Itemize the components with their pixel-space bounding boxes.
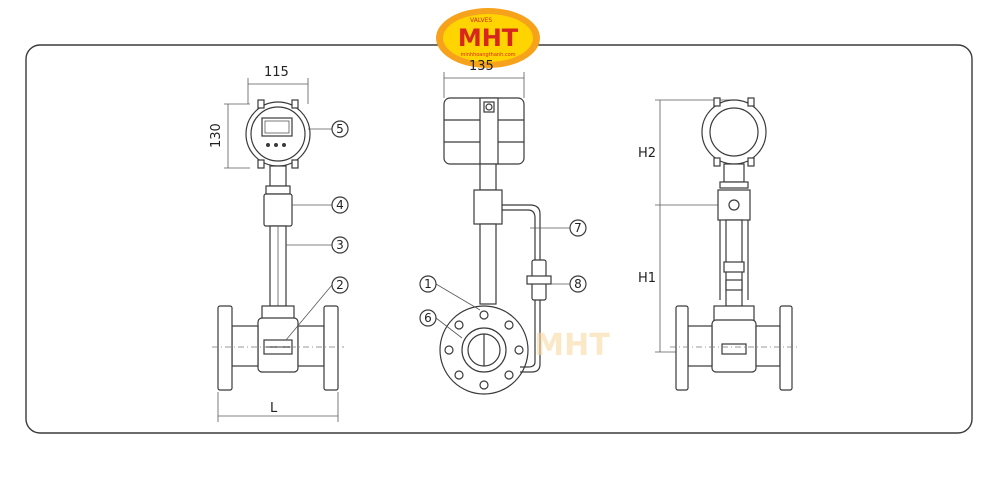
front-view: 115 130	[209, 65, 344, 422]
rear-view: H2 H1	[638, 97, 798, 391]
callout-3: 3	[331, 236, 349, 254]
svg-text:MHT: MHT	[534, 328, 610, 363]
svg-text:6: 6	[424, 311, 432, 325]
svg-text:4: 4	[336, 198, 344, 212]
dim-h2: H2	[638, 146, 656, 161]
callout-6: 6	[419, 309, 437, 327]
logo-top-text: VALVES	[470, 17, 492, 24]
svg-text:3: 3	[336, 238, 344, 252]
svg-text:8: 8	[574, 277, 582, 291]
svg-text:1: 1	[424, 277, 432, 291]
callout-8: 8	[569, 275, 587, 293]
dim-side-width: 135	[469, 59, 494, 74]
dim-length: L	[270, 401, 278, 416]
mht-logo: VALVES MHT minhhoangthanh.com	[436, 8, 540, 68]
logo-brand: MHT	[458, 24, 519, 52]
dim-front-height: 130	[209, 123, 224, 148]
callout-2: 2	[331, 276, 349, 294]
dim-h1: H1	[638, 271, 656, 286]
svg-text:2: 2	[336, 278, 344, 292]
callout-4: 4	[331, 196, 349, 214]
callout-1: 1	[419, 275, 437, 293]
svg-text:5: 5	[336, 122, 344, 136]
callout-5: 5	[331, 120, 349, 138]
side-view: 135 MHT	[435, 59, 610, 395]
callout-7: 7	[569, 219, 587, 237]
logo-url: minhhoangthanh.com	[460, 52, 515, 58]
svg-text:7: 7	[574, 221, 582, 235]
dim-front-width: 115	[264, 65, 289, 80]
